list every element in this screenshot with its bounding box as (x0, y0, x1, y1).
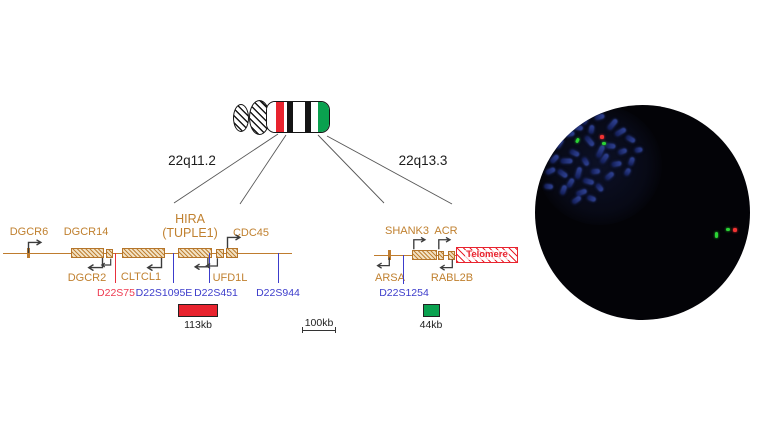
marker-label-d22s1095e: D22S1095E (135, 286, 193, 299)
fish-signal-green (602, 141, 606, 145)
marker-label-d22s1254: D22S1254 (379, 287, 429, 299)
chromosome-satellite-icon (233, 104, 249, 132)
gene-label-cdc45: CDC45 (232, 227, 270, 239)
probe-size-113kb: 113kb (184, 319, 212, 331)
ideogram-band-green-22q13 (318, 102, 329, 132)
ideogram-band-red-22q11 (276, 102, 284, 132)
shank3-gene-box (412, 250, 437, 260)
probe-size-44kb: 44kb (419, 319, 443, 331)
gene-label-cltcl1: CLTCL1 (120, 271, 162, 283)
metaphase-chromosome (543, 183, 553, 189)
fish-signal-red (733, 228, 737, 232)
ideogram-band-white (284, 102, 287, 132)
gene-label-arsa: ARSA (375, 272, 405, 284)
telomere-box: Telomere (456, 247, 518, 263)
gene-label-ufd1l: UFD1L (212, 272, 248, 284)
metaphase-chromosome (604, 143, 616, 149)
chromosome-22-ideogram (266, 101, 330, 133)
dgcr2-arrow-icon (84, 258, 105, 271)
ideogram-band-black (287, 102, 293, 132)
dgcr6-locus-tick (27, 248, 31, 258)
ideogram-band-white (311, 102, 318, 132)
marker-label-d22s451: D22S451 (194, 286, 238, 299)
metaphase-chromosome (587, 124, 595, 134)
cltcl1-arrow-icon (143, 258, 164, 271)
fish-signal-green (714, 232, 718, 238)
metaphase-chromosome (560, 158, 572, 164)
acr-arrow-icon (437, 236, 455, 250)
gene-label-dgcr2: DGCR2 (67, 272, 107, 284)
ideogram-band-black (305, 102, 311, 132)
cdc45-arrow-icon (225, 234, 246, 248)
arsa-locus-tick (388, 250, 392, 260)
dgcr2-small-arrow-icon (99, 258, 112, 268)
marker-label-d22s75: D22S75 (97, 287, 135, 299)
acr-gene-box (437, 250, 444, 260)
scale-bar-tick-right (334, 327, 336, 333)
telomere-label: Telomere (465, 249, 509, 260)
ideogram-band-white (267, 102, 276, 132)
rabl2b-arrow-icon (437, 259, 454, 271)
scale-bar-tick-left (302, 327, 304, 333)
d22s1095e-marker-line (172, 253, 174, 283)
arsa-arrow-icon (374, 257, 391, 269)
dgcr2-gene-box (105, 248, 113, 258)
d22s944-marker-line (277, 253, 279, 283)
ufd1l-gene-box (216, 248, 224, 258)
gene-label-dgcr14: DGCR14 (63, 226, 109, 238)
shank3-arrow-icon (412, 236, 430, 250)
ideogram-band-white (293, 102, 305, 132)
fish-signal-red (600, 135, 604, 139)
fish-signal-green (726, 227, 730, 231)
region-label-22q13: 22q13.3 (398, 153, 448, 168)
gene-label-dgcr6: DGCR6 (9, 226, 49, 238)
region-label-22q11: 22q11.2 (168, 153, 216, 168)
d22s75-marker-line (114, 253, 116, 283)
cltcl1-gene-box (122, 248, 165, 258)
dgcr6-arrow-icon (26, 239, 47, 253)
gene-label-rabl2b: RABL2B (430, 272, 474, 284)
gene-label-shank3: SHANK3 (384, 225, 430, 237)
hira-gene-box (178, 248, 212, 258)
rabl2b-gene-box (448, 250, 455, 260)
scale-bar-label: 100kb (304, 317, 334, 329)
d22s1254-marker-line (402, 255, 404, 284)
metaphase-chromosome (590, 168, 600, 174)
ufd1l-arrow-icon (203, 258, 219, 269)
metaphase-haze (537, 105, 662, 225)
probe-box-green-44kb (423, 304, 440, 317)
gene-label-tuple1: (TUPLE1) (162, 226, 218, 240)
dgcr14-gene-box (71, 248, 104, 258)
scale-bar (302, 330, 336, 332)
cdc45-gene-box (226, 248, 238, 258)
gene-label-hira: HIRA (175, 212, 205, 226)
marker-label-d22s944: D22S944 (256, 286, 300, 299)
probe-box-red-113kb (178, 304, 218, 317)
gene-label-acr: ACR (434, 225, 458, 237)
fish-micrograph (535, 105, 750, 320)
